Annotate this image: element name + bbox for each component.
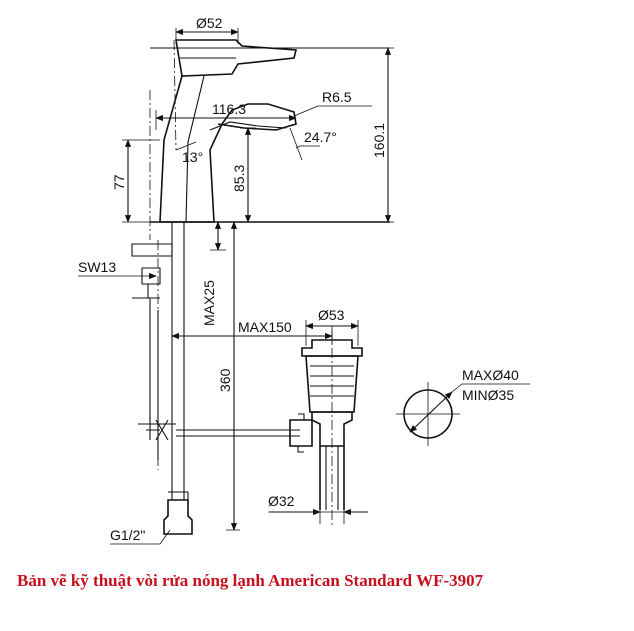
drain-assembly (289, 339, 363, 510)
basin-hole-detail (396, 382, 530, 446)
dim-angle-24-7: 24.7° (304, 129, 337, 145)
dim-max-150: MAX150 (238, 319, 292, 335)
dim-diameter-32: Ø32 (268, 493, 295, 509)
dim-angle-13: 13° (182, 149, 203, 165)
dim-total-height: 160.1 (371, 123, 387, 158)
dim-body-height: 77 (111, 174, 127, 190)
dim-hose-length: 360 (217, 368, 233, 392)
faucet-column (159, 75, 297, 223)
drain-side-nut (289, 419, 313, 447)
dim-diameter-52: Ø52 (196, 15, 223, 31)
dim-spout-reach: 116.3 (212, 101, 246, 117)
dim-wrench-size: SW13 (78, 259, 116, 275)
dim-thread: G1/2" (110, 527, 145, 543)
dim-radius: R6.5 (322, 89, 352, 105)
dim-max-deck: MAX25 (201, 280, 217, 326)
faucet-body (150, 39, 390, 535)
dim-diameter-53: Ø53 (318, 307, 345, 323)
dim-hole-min: MINØ35 (462, 387, 514, 403)
dim-spout-height: 85.3 (231, 165, 247, 192)
popup-rod (131, 243, 300, 460)
dim-hole-max: MAXØ40 (462, 367, 519, 383)
hose-nut (163, 499, 193, 535)
drawing-caption: Bản vẽ kỹ thuật vòi rửa nóng lạnh Americ… (17, 571, 484, 590)
drain-cap (301, 339, 363, 357)
